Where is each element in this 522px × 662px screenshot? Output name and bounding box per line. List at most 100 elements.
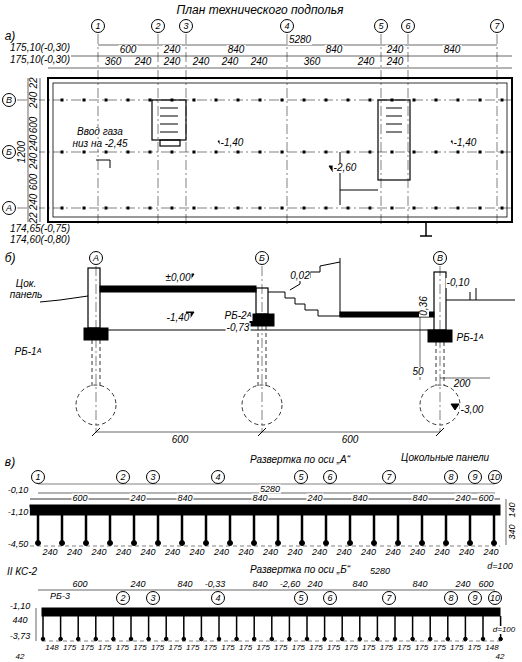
dimension-label: 50 xyxy=(411,367,424,377)
pile-tip xyxy=(358,637,362,641)
pile-tip xyxy=(235,637,239,641)
axis-marker: 5 xyxy=(294,470,308,484)
pile-tip xyxy=(446,637,450,641)
column-mark xyxy=(413,207,416,210)
dimension-label: 240 xyxy=(164,548,181,557)
pile xyxy=(42,616,44,639)
development-axis-b xyxy=(42,608,500,616)
column-mark xyxy=(61,151,64,154)
column-mark xyxy=(237,207,240,210)
dimension-label: 240 xyxy=(115,548,132,557)
dimension-label: 240 xyxy=(163,45,182,55)
development-axis-a xyxy=(36,515,497,546)
axis-marker: 10 xyxy=(488,591,502,605)
cross-section xyxy=(92,340,93,386)
basement-plan xyxy=(158,34,159,226)
column-mark xyxy=(127,207,130,210)
dimension-label: 148 xyxy=(44,644,59,652)
dimension-label: -0,33 xyxy=(204,580,227,589)
dimension-label: 240 xyxy=(66,548,83,557)
column-mark xyxy=(61,207,64,210)
axis-marker: 3 xyxy=(146,591,160,605)
cross-section xyxy=(262,266,263,432)
column-mark xyxy=(303,207,306,210)
basement-plan xyxy=(425,222,427,236)
pile-tip xyxy=(376,637,380,641)
column-mark xyxy=(281,99,284,102)
dimension-label: 22 xyxy=(29,76,39,89)
dimension-label: -0,10 xyxy=(7,486,30,495)
dimension-label: -2,60 xyxy=(279,580,302,589)
dimension-label: 600 xyxy=(71,494,88,503)
cross-section xyxy=(290,262,340,290)
column-mark xyxy=(149,207,152,210)
column-mark xyxy=(369,99,372,102)
axis-marker: 8 xyxy=(444,470,458,484)
dimension-label: 148 xyxy=(484,644,499,652)
basement-plan xyxy=(386,116,402,117)
column-mark xyxy=(149,151,152,154)
cross-section xyxy=(470,292,471,300)
axis-marker: А xyxy=(89,251,103,265)
dimension-label: 175 xyxy=(168,644,183,652)
pile xyxy=(349,515,352,543)
dimension-label: 240 xyxy=(90,548,107,557)
dimension-label: 240 xyxy=(386,45,405,55)
pile xyxy=(324,616,326,639)
dimension-label: 600 xyxy=(171,435,190,445)
dimension-label: -1,40 xyxy=(220,138,245,148)
dimension-label: 175 xyxy=(220,644,235,652)
dimension-label: -1,10 xyxy=(9,602,32,611)
cross-section xyxy=(92,428,100,436)
axis-marker: 4 xyxy=(280,19,294,33)
basement-plan xyxy=(17,152,516,153)
dimension-label: 175 xyxy=(238,644,253,652)
cross-section xyxy=(258,326,259,386)
dimension-label: 0,02 xyxy=(289,271,310,281)
pile xyxy=(397,515,400,543)
basement-plan xyxy=(160,108,178,109)
dimension-label: ±0,00 xyxy=(165,273,192,283)
dimension-label: 240 xyxy=(29,91,39,110)
pile-tip xyxy=(396,541,401,546)
basement-plan xyxy=(61,99,504,210)
dimension-label: 240 xyxy=(129,494,146,503)
pile xyxy=(113,616,115,639)
pile-tip xyxy=(156,541,161,546)
column-mark xyxy=(83,99,86,102)
pile-tip xyxy=(60,541,65,546)
cross-section xyxy=(451,404,459,410)
cross-section xyxy=(266,326,267,386)
pile xyxy=(181,515,184,543)
dimension-label: 240 xyxy=(306,494,323,503)
column-mark xyxy=(347,99,350,102)
column-mark xyxy=(325,207,328,210)
cross-section xyxy=(96,266,440,432)
pile-tip xyxy=(129,637,133,641)
pile-tip xyxy=(36,541,41,546)
column-mark xyxy=(457,207,460,210)
dimension-label: 240 xyxy=(129,580,146,589)
cross-section xyxy=(476,288,477,300)
basement-plan xyxy=(53,83,507,217)
pile xyxy=(359,616,361,639)
pile xyxy=(253,515,256,543)
dimension-label: 600 xyxy=(341,435,360,445)
dimension-label: 175 xyxy=(185,644,200,652)
axis-marker: 7 xyxy=(382,591,396,605)
basement-plan xyxy=(17,100,516,101)
dimension-label: в) xyxy=(4,456,16,468)
column-mark xyxy=(215,151,218,154)
dimension-label: б) xyxy=(4,252,17,264)
pile xyxy=(218,616,220,639)
pile-tip xyxy=(348,541,353,546)
dimension-label: 840 xyxy=(176,580,193,589)
dimension-label: -1,10 xyxy=(7,508,30,517)
column-mark xyxy=(127,151,130,154)
pile xyxy=(229,515,232,543)
dimension-label: РБ-1ᴬ xyxy=(14,347,43,357)
column-mark xyxy=(347,151,350,154)
cross-section xyxy=(40,258,515,436)
pile xyxy=(377,616,379,639)
pile xyxy=(157,515,160,543)
